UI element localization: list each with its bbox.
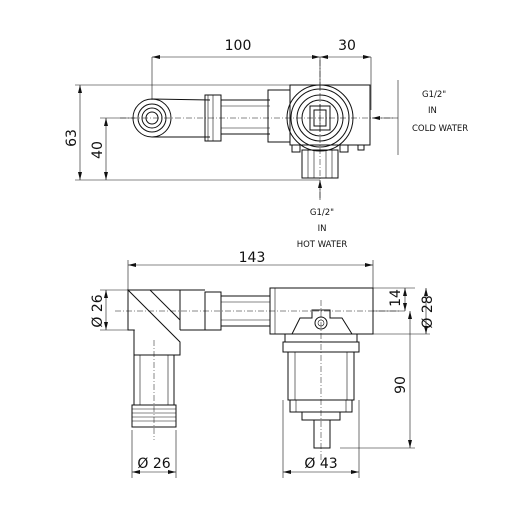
cold-in-label: IN — [428, 106, 437, 116]
dim-63-label: 63 — [64, 129, 80, 147]
valve-body-front — [269, 287, 374, 460]
dim-d28-label: Ø 28 — [420, 295, 436, 328]
top-view: 100 30 63 40 — [64, 38, 468, 250]
cold-water-label: COLD WATER — [412, 124, 468, 134]
dim-d26-left-label: Ø 26 — [90, 294, 106, 327]
hot-water-label: HOT WATER — [297, 240, 348, 250]
cold-thread-label: G1/2" — [422, 90, 446, 100]
dim-d26-bottom-label: Ø 26 — [137, 456, 170, 472]
dim-30-label: 30 — [338, 38, 356, 54]
elbow-pipe-front — [115, 288, 400, 440]
dim-90-label: 90 — [393, 376, 409, 394]
front-view: 143 Ø 26 — [90, 250, 436, 478]
hot-in-label: IN — [318, 224, 327, 234]
dimension-100-30: 100 30 — [151, 38, 372, 110]
dimension-d26-left: Ø 26 — [90, 289, 135, 331]
hot-water-annotation: G1/2" IN HOT WATER — [297, 180, 348, 250]
dimension-63-40: 63 40 — [64, 84, 320, 181]
dim-100-label: 100 — [225, 38, 252, 54]
dimension-14-d28: 14 Ø 28 — [373, 287, 436, 335]
hot-thread-label: G1/2" — [310, 208, 334, 218]
valve-body-top — [286, 60, 371, 200]
dimension-d26-bottom: Ø 26 — [131, 430, 177, 478]
dimension-d43: Ø 43 — [282, 400, 360, 478]
dim-14-label: 14 — [388, 289, 404, 307]
cold-water-annotation: G1/2" IN COLD WATER — [372, 80, 468, 155]
dim-40-label: 40 — [90, 141, 106, 159]
dim-143-label: 143 — [239, 250, 266, 266]
dim-d43-label: Ø 43 — [304, 456, 337, 472]
dimension-143: 143 — [127, 250, 374, 290]
dimension-90: 90 — [340, 311, 415, 449]
